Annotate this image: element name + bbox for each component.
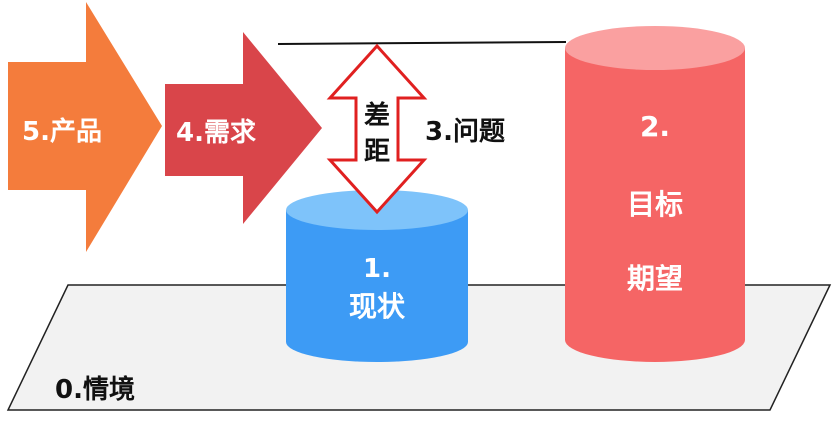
problem-label: 3.问题 bbox=[425, 117, 505, 147]
current-label: 现状 bbox=[349, 290, 406, 323]
demand-arrow-icon bbox=[165, 32, 322, 224]
context-label: 0.情境 bbox=[55, 374, 135, 405]
product-label: 5.产品 bbox=[22, 117, 102, 147]
gap-label-char2: 距 bbox=[364, 137, 390, 167]
current-number: 1. bbox=[363, 254, 391, 284]
gap-double-arrow-icon bbox=[326, 43, 428, 215]
demand-label: 4.需求 bbox=[176, 118, 256, 148]
product-arrow-icon bbox=[8, 2, 162, 252]
target-level-line bbox=[277, 41, 567, 45]
goal-label-line2: 期望 bbox=[627, 262, 683, 295]
goal-cylinder bbox=[565, 26, 745, 362]
goal-number: 2. bbox=[640, 110, 670, 143]
gap-label-char1: 差 bbox=[364, 100, 390, 131]
goal-label-line1: 目标 bbox=[627, 188, 683, 221]
